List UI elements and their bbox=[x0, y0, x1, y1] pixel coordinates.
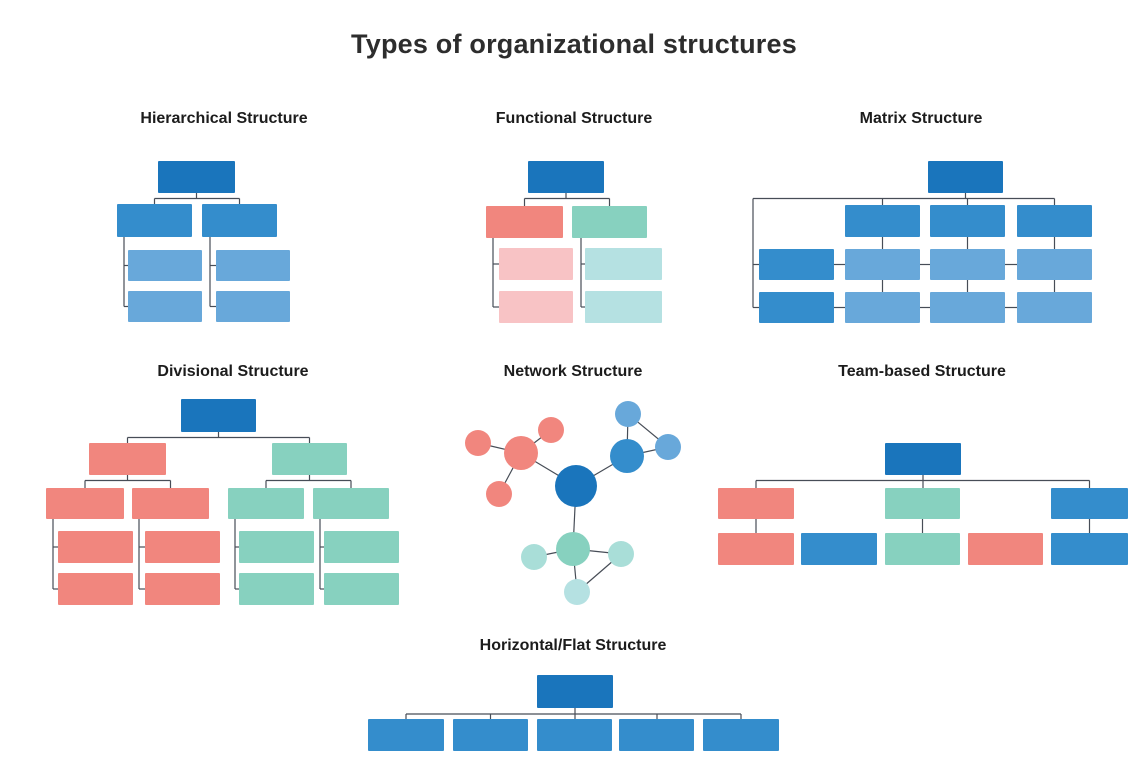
network-hub-blue bbox=[610, 439, 644, 473]
network-hub-teal bbox=[556, 532, 590, 566]
matrix-box-cell-r2c3 bbox=[1017, 292, 1092, 323]
network-node-teal-1 bbox=[521, 544, 547, 570]
team-based-box-lead-1 bbox=[718, 488, 794, 519]
horizontal-flat-box-root bbox=[537, 675, 613, 708]
divisional-box-unit-2 bbox=[132, 488, 209, 519]
matrix-box-cell-r2c2 bbox=[930, 292, 1005, 323]
functional-box-sub-2 bbox=[499, 291, 573, 323]
divisional-box-unit-4 bbox=[313, 488, 389, 519]
functional-box-dept-2 bbox=[572, 206, 647, 238]
functional-box-sub-1 bbox=[499, 248, 573, 280]
divisional-box-division-2 bbox=[272, 443, 347, 475]
divisional-box-team-3b bbox=[239, 573, 314, 605]
team-based-box-team-2 bbox=[801, 533, 877, 565]
network-node-salmon-1 bbox=[538, 417, 564, 443]
network-node-salmon-2 bbox=[465, 430, 491, 456]
network-node-blue-1 bbox=[615, 401, 641, 427]
functional-box-root bbox=[528, 161, 604, 193]
horizontal-flat-box-member-4 bbox=[619, 719, 694, 751]
horizontal-flat-box-member-3 bbox=[537, 719, 612, 751]
matrix-box-cell-r1c3 bbox=[1017, 249, 1092, 280]
network-node-salmon-3 bbox=[486, 481, 512, 507]
diagram-title-divisional: Divisional Structure bbox=[157, 363, 309, 380]
hierarchical-box-root bbox=[158, 161, 235, 193]
divisional-box-unit-1 bbox=[46, 488, 124, 519]
hierarchical-box-l3-2 bbox=[128, 291, 202, 322]
divisional-box-division-1 bbox=[89, 443, 166, 475]
team-based-box-team-4 bbox=[968, 533, 1043, 565]
hierarchical-box-l3-3 bbox=[216, 250, 290, 281]
horizontal-flat-box-member-5 bbox=[703, 719, 779, 751]
functional-box-sub-4 bbox=[585, 291, 662, 323]
divisional-box-team-2a bbox=[145, 531, 220, 563]
divisional-box-team-1b bbox=[58, 573, 133, 605]
hierarchical-box-l3-1 bbox=[128, 250, 202, 281]
matrix-box-colhead-1 bbox=[845, 205, 920, 237]
functional-box-sub-3 bbox=[585, 248, 662, 280]
team-based-box-team-1 bbox=[718, 533, 794, 565]
divisional-box-team-4a bbox=[324, 531, 399, 563]
divisional-box-team-2b bbox=[145, 573, 220, 605]
divisional-box-unit-3 bbox=[228, 488, 304, 519]
network-hub-salmon bbox=[504, 436, 538, 470]
network-hub-central bbox=[555, 465, 597, 507]
divisional-box-team-3a bbox=[239, 531, 314, 563]
diagram-title-matrix: Matrix Structure bbox=[859, 110, 983, 127]
matrix-box-colhead-3 bbox=[1017, 205, 1092, 237]
team-based-box-root bbox=[885, 443, 961, 475]
network-node-teal-2 bbox=[608, 541, 634, 567]
team-based-box-lead-3 bbox=[1051, 488, 1128, 519]
horizontal-flat-box-member-2 bbox=[453, 719, 528, 751]
matrix-box-colhead-2 bbox=[930, 205, 1005, 237]
diagram-title-horizontal-flat: Horizontal/Flat Structure bbox=[479, 637, 667, 654]
network-node-blue-2 bbox=[655, 434, 681, 460]
diagram-title-functional: Functional Structure bbox=[495, 110, 653, 127]
hierarchical-box-l2-1 bbox=[117, 204, 192, 237]
diagram-title-network: Network Structure bbox=[503, 363, 643, 380]
hierarchical-box-l2-2 bbox=[202, 204, 277, 237]
hierarchical-box-l3-4 bbox=[216, 291, 290, 322]
page-title: Types of organizational structures bbox=[351, 29, 797, 59]
matrix-box-root bbox=[928, 161, 1003, 193]
horizontal-flat-box-member-1 bbox=[368, 719, 444, 751]
matrix-box-cell-r1c2 bbox=[930, 249, 1005, 280]
diagram-title-hierarchical: Hierarchical Structure bbox=[140, 110, 308, 127]
divisional-box-root bbox=[181, 399, 256, 432]
team-based-box-lead-2 bbox=[885, 488, 960, 519]
diagram-title-team-based: Team-based Structure bbox=[838, 363, 1006, 380]
matrix-box-rowhead-2 bbox=[759, 292, 834, 323]
matrix-box-rowhead-1 bbox=[759, 249, 834, 280]
team-based-box-team-3 bbox=[885, 533, 960, 565]
matrix-box-cell-r2c1 bbox=[845, 292, 920, 323]
functional-box-dept-1 bbox=[486, 206, 563, 238]
network-node-teal-3 bbox=[564, 579, 590, 605]
matrix-box-cell-r1c1 bbox=[845, 249, 920, 280]
team-based-box-team-5 bbox=[1051, 533, 1128, 565]
divisional-box-team-4b bbox=[324, 573, 399, 605]
divisional-box-team-1a bbox=[58, 531, 133, 563]
